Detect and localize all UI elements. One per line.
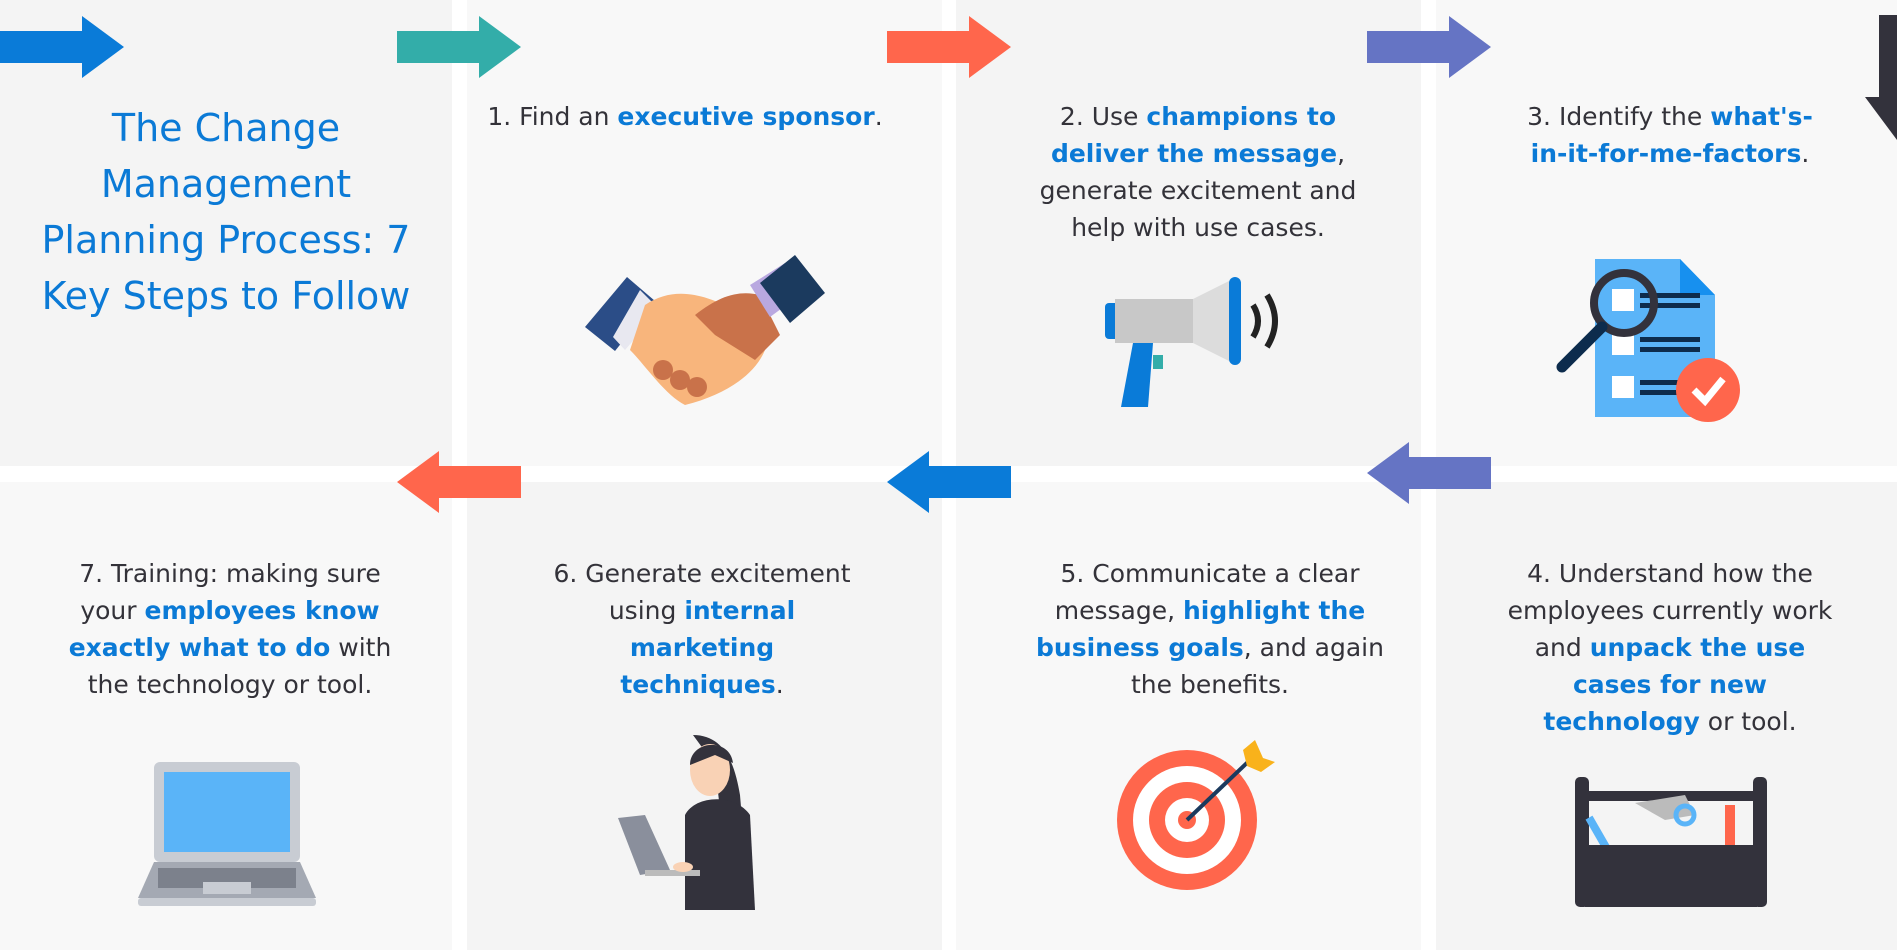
laptop-icon bbox=[138, 762, 316, 906]
step-highlight-text: champions to deliver the message bbox=[1050, 102, 1338, 168]
step-6-text: 6. Generate excitement using internal ma… bbox=[552, 555, 852, 703]
step-text-segment: 6. Generate excitement using bbox=[553, 559, 851, 625]
arrow-right-icon bbox=[887, 16, 1011, 78]
step-7-text: 7. Training: making sure your employees … bbox=[55, 555, 405, 703]
step-text-segment: 7. Training: making sure your bbox=[79, 559, 381, 625]
handshake-icon bbox=[585, 255, 825, 405]
step-3-text: 3. Identify the what's-in-it-for-me-fact… bbox=[1520, 98, 1820, 172]
step-text-segment: 3. Identify the bbox=[1527, 102, 1711, 131]
step-4-text: 4. Understand how the employees currentl… bbox=[1500, 555, 1840, 740]
toolbox-icon bbox=[1575, 777, 1767, 907]
target-icon bbox=[1117, 740, 1275, 890]
woman-laptop-icon bbox=[618, 735, 755, 910]
step-2-text: 2. Use champions to deliver the message,… bbox=[1028, 98, 1368, 246]
arrow-right-icon bbox=[1367, 16, 1491, 78]
step-text-segment: , generate excitement and help with use … bbox=[1039, 139, 1357, 242]
step-5-text: 5. Communicate a clear message, highligh… bbox=[1020, 555, 1400, 703]
document-search-icon bbox=[1556, 259, 1740, 422]
step-1-text: 1. Find an executive sponsor. bbox=[485, 98, 885, 135]
step-text-segment: or tool. bbox=[1699, 707, 1797, 736]
step-text-segment: 5. Communicate a clear message, bbox=[1054, 559, 1360, 625]
step-text-segment: 1. Find an bbox=[487, 102, 618, 131]
step-text-segment: with the technology or tool. bbox=[87, 633, 392, 699]
arrow-left-icon bbox=[1367, 442, 1491, 504]
megaphone-icon bbox=[1105, 277, 1278, 407]
page-title: The Change Management Planning Process: … bbox=[41, 106, 411, 318]
step-highlight-text: highlight the business goals bbox=[1036, 596, 1366, 662]
step-text-segment: , and again the benefits. bbox=[1131, 633, 1384, 699]
arrow-left-icon bbox=[887, 451, 1011, 513]
arrow-right-icon bbox=[0, 16, 124, 78]
step-highlight-text: unpack the use cases for new technology bbox=[1543, 633, 1806, 736]
title-panel bbox=[0, 0, 452, 466]
step-highlight-text: employees know exactly what to do bbox=[68, 596, 380, 662]
step-text-segment: 2. Use bbox=[1059, 102, 1147, 131]
step-text-segment: . bbox=[874, 102, 883, 131]
step-highlight-text: what's-in-it-for-me-factors bbox=[1530, 102, 1813, 168]
arrow-right-icon bbox=[397, 16, 521, 78]
arrow-left-icon bbox=[397, 451, 521, 513]
step-highlight-text: internal marketing techniques bbox=[620, 596, 796, 699]
step-2-panel bbox=[956, 0, 1421, 466]
step-text-segment: 4. Understand how the employees currentl… bbox=[1507, 559, 1833, 662]
step-text-segment: . bbox=[775, 670, 784, 699]
step-highlight-text: executive sponsor bbox=[617, 102, 875, 131]
step-text-segment: . bbox=[1801, 139, 1810, 168]
arrow-down-icon bbox=[1865, 15, 1897, 140]
